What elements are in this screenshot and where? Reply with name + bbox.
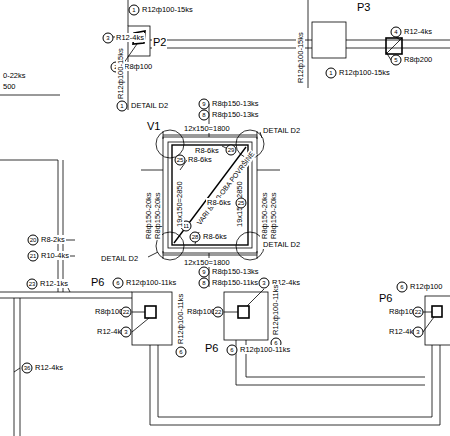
callout-number: 4 bbox=[391, 27, 402, 38]
rebar-label: R8ф150-20ks bbox=[144, 191, 153, 240]
rebar-label: R8ф150-11ks bbox=[211, 278, 259, 287]
callout-number: 23 bbox=[27, 279, 38, 290]
wall-lines-left bbox=[0, 160, 132, 436]
callout-number: 9 bbox=[199, 99, 210, 110]
callout-number: 8 bbox=[199, 278, 210, 289]
callout-number: 21 bbox=[28, 251, 39, 262]
callout-number: 6 bbox=[397, 282, 408, 293]
wall-lines bbox=[0, 0, 450, 110]
rebar-label: R12-4ks bbox=[115, 33, 145, 42]
element-name: P3 bbox=[356, 1, 371, 14]
rebar-label: R12ф100-15ks bbox=[116, 47, 125, 100]
rebar-label: DETAIL D2 bbox=[262, 240, 301, 249]
rebar-label: R12ф100-15ks bbox=[296, 31, 305, 84]
callout-number: 5 bbox=[391, 55, 402, 66]
rebar-label: R8ф150-20ks bbox=[153, 191, 162, 240]
callout-number: 1 bbox=[129, 5, 140, 16]
callout-number: 22 bbox=[213, 307, 224, 318]
element-name: P6 bbox=[378, 292, 393, 305]
rebar-label: R10-4ks bbox=[40, 251, 70, 260]
rebar-label: DETAIL D2 bbox=[262, 126, 301, 135]
rebar-label: R8-6ks bbox=[202, 232, 228, 241]
rebar-label: R12ф100 bbox=[409, 282, 443, 291]
rebar-label: R12ф100-11ks bbox=[125, 278, 177, 287]
element-name: P6 bbox=[90, 276, 105, 289]
rebar-label: R12ф100-15ks bbox=[338, 68, 391, 77]
rebar-label: R12-1ks bbox=[39, 279, 69, 288]
rebar-label: R8ф150-13ks bbox=[211, 99, 260, 108]
rebar-label: R12ф100-15ks bbox=[141, 5, 194, 14]
rebar-label: 500 bbox=[2, 82, 17, 91]
callout-number: 3 bbox=[259, 278, 270, 289]
rebar-label: 12x150=1800 bbox=[183, 124, 231, 133]
callout-number: 3 bbox=[121, 327, 132, 338]
rebar-label: DETAIL D2 bbox=[130, 101, 169, 110]
rebar-label: R8ф200 bbox=[403, 55, 433, 64]
rebar-label: R8ф100 bbox=[123, 62, 153, 71]
column-p3 bbox=[312, 22, 402, 60]
rebar-label: R12ф100-11ks bbox=[176, 293, 185, 345]
callout-number: 36 bbox=[22, 363, 33, 374]
column-p6 bbox=[132, 289, 450, 345]
rebar-label: R8-6ks bbox=[206, 198, 232, 207]
rebar-label: R8ф150-13ks bbox=[211, 110, 260, 119]
callout-number: 6 bbox=[176, 347, 187, 358]
callout-number: 8 bbox=[199, 110, 210, 121]
rebar-label: R12-4ks bbox=[403, 27, 433, 36]
rebar-label: R8ф150-13ks bbox=[211, 267, 260, 276]
rebar-label: 12x150=1800 bbox=[183, 258, 231, 267]
callout-number: 1 bbox=[117, 101, 128, 112]
callout-number: 29 bbox=[226, 145, 237, 156]
callout-number: 22 bbox=[413, 307, 424, 318]
callout-number: 6 bbox=[113, 278, 124, 289]
callout-number: 22 bbox=[121, 307, 132, 318]
wall-lines-bottom bbox=[150, 340, 440, 425]
callout-number: 28 bbox=[190, 232, 201, 243]
rebar-label: R8-6ks bbox=[194, 146, 220, 155]
rebar-label: R12ф100-11ks bbox=[271, 284, 280, 336]
rebar-label: R8-6ks bbox=[187, 155, 213, 164]
slab-opening-v1 bbox=[141, 104, 280, 287]
rebar-label: R12ф100-11ks bbox=[239, 345, 291, 354]
callout-number: 25 bbox=[175, 155, 186, 166]
rebar-label: R8-2ks bbox=[40, 235, 66, 244]
callout-number: 9 bbox=[199, 267, 210, 278]
rebar-label: R12-4ks bbox=[34, 363, 64, 372]
element-name: P6 bbox=[204, 342, 219, 355]
rebar-label: 19x150=2850 bbox=[175, 180, 184, 228]
callout-number: 20 bbox=[28, 235, 39, 246]
element-name: P2 bbox=[152, 36, 167, 49]
rebar-label: R8ф150-20ks bbox=[269, 191, 278, 240]
rebar-label: DETAIL D2 bbox=[100, 254, 139, 263]
callout-number: 25 bbox=[236, 198, 247, 209]
callout-number: 3 bbox=[413, 327, 424, 338]
rebar-label: R8ф150-20ks bbox=[260, 191, 269, 240]
callout-number: 3 bbox=[103, 33, 114, 44]
element-name: V1 bbox=[146, 120, 161, 133]
rebar-label: 0-22ks bbox=[2, 71, 27, 80]
callout-number: 6 bbox=[227, 345, 238, 356]
callout-number: 1 bbox=[326, 68, 337, 79]
